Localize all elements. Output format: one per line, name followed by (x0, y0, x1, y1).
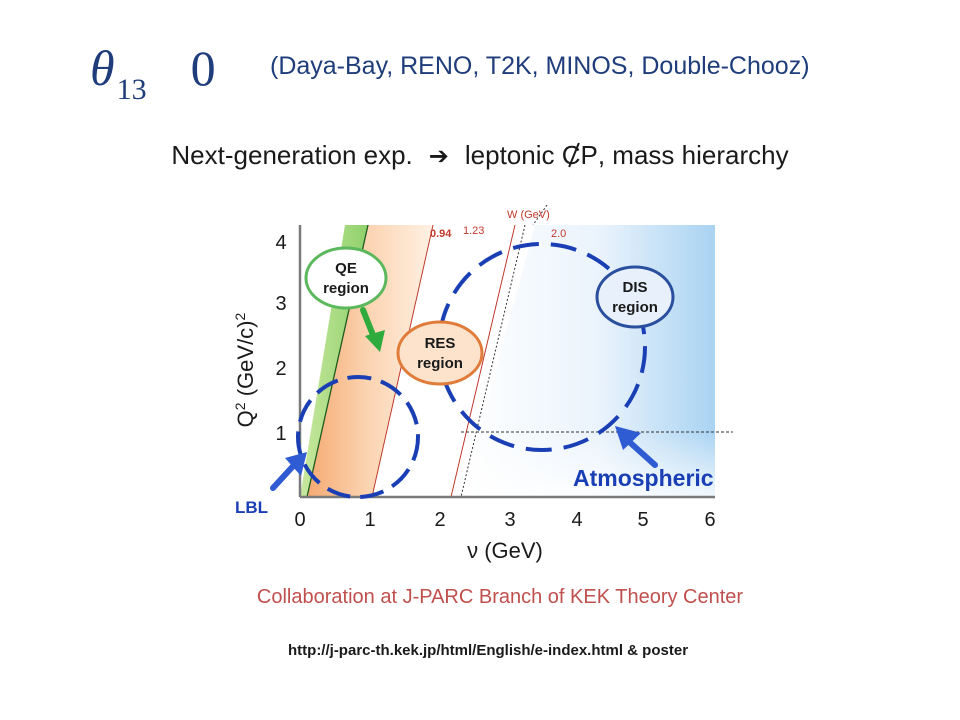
zero-value: 0 (190, 40, 216, 96)
reference-link[interactable]: http://j-parc-th.kek.jp/html/English/e-i… (288, 642, 689, 659)
qe-label-line1: QE (335, 260, 357, 277)
w-value: 1.23 (463, 225, 484, 237)
kinematic-region-diagram: 1 2 3 4 0 1 2 3 4 5 6 ν (GeV) Q2 (GeV/c)… (232, 204, 733, 563)
y-tick-label: 3 (275, 293, 286, 315)
x-tick-label: 0 (294, 509, 305, 531)
qe-label-line2: region (323, 280, 369, 297)
theta-symbol: θ (90, 40, 115, 96)
dis-fade (461, 432, 715, 497)
subtitle-left: Next-generation exp. (171, 140, 413, 170)
lbl-label: LBL (235, 498, 268, 517)
x-tick-label: 2 (434, 509, 445, 531)
x-tick-label: 1 (364, 509, 375, 531)
atmospheric-label: Atmospheric (573, 465, 714, 491)
w-line-20b (460, 225, 526, 497)
experiments-list: (Daya-Bay, RENO, T2K, MINOS, Double-Choo… (270, 52, 810, 80)
x-tick-label: 4 (571, 509, 582, 531)
y-tick-label: 4 (275, 232, 286, 254)
x-axis-label: ν (GeV) (467, 538, 543, 563)
res-label-line1: RES (425, 335, 456, 352)
res-label-line2: region (417, 355, 463, 372)
lbl-arrow-head-icon (285, 452, 307, 476)
w-value: 0.94 (430, 228, 452, 240)
lbl-region-circle (296, 375, 420, 499)
qe-region-badge (304, 246, 388, 310)
subtitle-right-pre: leptonic (464, 140, 562, 170)
res-band (300, 225, 433, 497)
w-line-ext (532, 204, 548, 226)
dis-label-line2: region (612, 299, 658, 316)
subtitle-right-post: , mass hierarchy (597, 140, 789, 170)
green-arrow-head-icon (365, 330, 385, 352)
x-tick-label: 5 (637, 509, 648, 531)
cp-text: CP (561, 140, 598, 170)
dis-region-badge (595, 265, 675, 329)
theta13-formula: θ13 0 (90, 36, 216, 106)
y-tick-label: 1 (275, 423, 286, 445)
right-arrow-icon: ➔ (428, 143, 449, 170)
theta-subscript: 13 (116, 73, 147, 106)
lbl-arrow-shaft (270, 461, 298, 491)
y-axis-label: Q2 (GeV/c)2 (232, 312, 258, 427)
subtitle: Next-generation exp. ➔ leptonic CP, mass h… (0, 140, 960, 171)
x-tick-label: 3 (504, 509, 515, 531)
res-region-badge (396, 320, 484, 386)
w-value: 2.0 (551, 228, 566, 240)
w-line-20a (450, 225, 516, 497)
dis-label-line1: DIS (622, 279, 647, 296)
collaboration-credit: Collaboration at J-PARC Branch of KEK Th… (256, 586, 744, 608)
y-tick-label: 2 (275, 358, 286, 380)
w-axis-label: W (GeV) (507, 209, 550, 221)
credit-container: Collaboration at J-PARC Branch of KEK Th… (0, 586, 960, 609)
x-tick-label: 6 (704, 509, 715, 531)
atm-arrow-head-icon (615, 426, 641, 450)
